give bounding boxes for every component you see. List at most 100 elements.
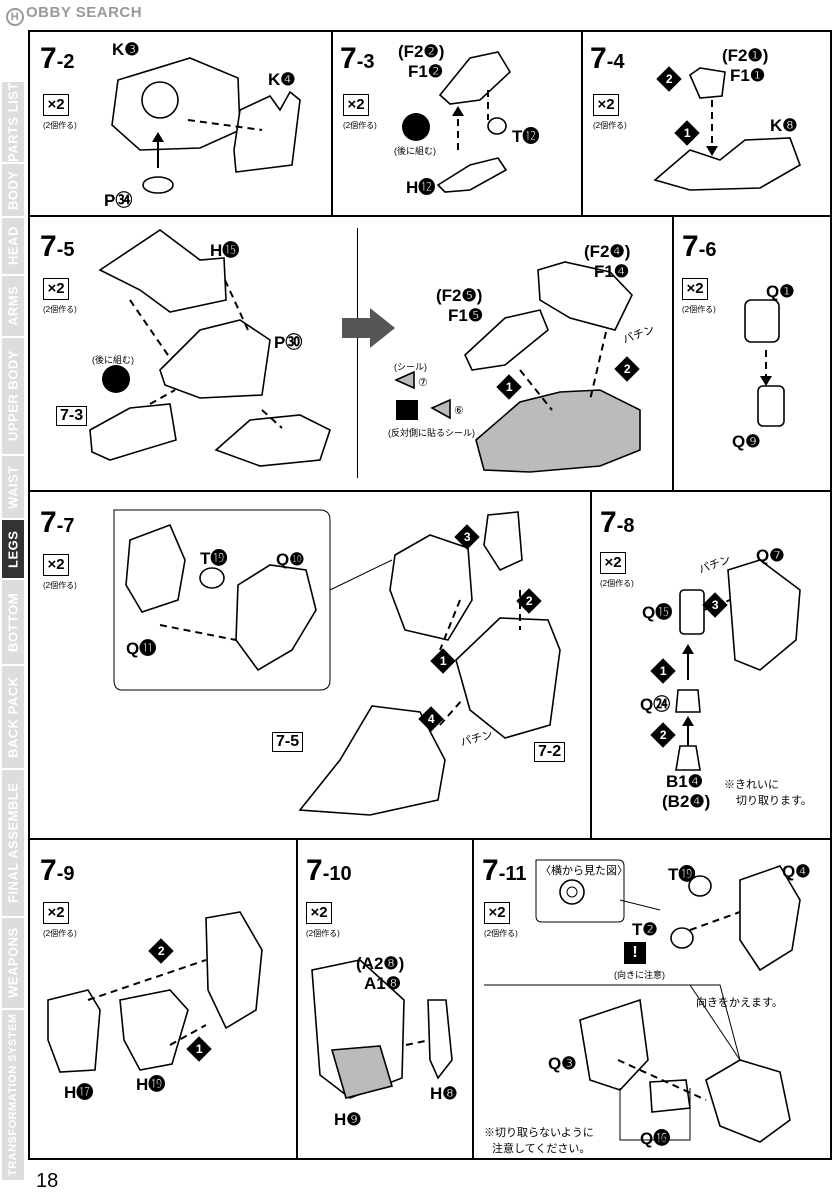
label-k8: K❽ [770, 116, 798, 135]
step-7-3-title: 7-3 [340, 44, 374, 74]
part-q4 [739, 865, 801, 972]
make-two-badge: ×2 [43, 554, 69, 576]
part-p34 [142, 176, 174, 194]
flip-sticker-icon [396, 400, 418, 420]
label-b2-4: (B2❹) [662, 792, 711, 811]
cut-note: ※きれいに [724, 779, 779, 791]
assemble-later-note: (後に組む) [92, 355, 134, 365]
assemble-later-icon [402, 113, 430, 141]
side-view-label: 〈横から見た図〉 [540, 865, 628, 877]
step-number: 7 [40, 854, 57, 887]
step-sub: -3 [356, 51, 375, 73]
label-q24: Q㉔ [640, 695, 671, 714]
part-7-2-ref [455, 617, 561, 739]
part-t12 [487, 117, 507, 135]
step-number: 7 [40, 42, 57, 75]
make-two-note: (2個作る) [43, 929, 77, 938]
part-q1 [744, 299, 780, 343]
label-q7: Q❼ [756, 546, 785, 565]
part-f1-1 [689, 67, 726, 99]
label-k3: K❸ [112, 40, 140, 59]
part-q10-assembled [389, 534, 473, 641]
make-two-badge: ×2 [306, 902, 332, 924]
make-two-note: (2個作る) [343, 121, 377, 130]
part-leg-7-9 [205, 911, 263, 1030]
part-f1-5 [464, 309, 549, 371]
cut-note: 切り取ります。 [736, 795, 812, 807]
part-h8 [427, 999, 453, 1080]
make-two-note: (2個作る) [600, 579, 634, 588]
part-t19-b [688, 875, 712, 897]
label-q1: Q❶ [766, 282, 795, 301]
step-number: 7 [482, 854, 499, 887]
part-q4-rotated [705, 1059, 791, 1143]
part-h9 [330, 1045, 394, 1099]
side-view-icon [559, 879, 585, 905]
step-7-9-title: 7-9 [40, 856, 74, 886]
step-7-8-title: 7-8 [600, 508, 634, 538]
opposite-sticker-note: (反対側に貼るシール) [388, 428, 475, 438]
part-t19 [199, 567, 225, 589]
logo-text: OBBY SEARCH [26, 4, 143, 21]
label-p34: P㉞ [104, 191, 133, 210]
part-q11 [125, 523, 186, 613]
page-number: 18 [36, 1170, 59, 1192]
ref-step-7-2: 7-2 [534, 742, 566, 762]
label-h8: H❽ [430, 1084, 458, 1103]
step-sub: -11 [498, 863, 527, 885]
part-t2 [670, 927, 694, 949]
page-frame [28, 30, 832, 1160]
make-two-badge: ×2 [43, 94, 69, 116]
part-f1-4 [537, 261, 633, 331]
step-7-5-title: 7-5 [40, 232, 74, 262]
label-p30: P㉚ [274, 333, 303, 352]
step-7-10-title: 7-10 [306, 856, 352, 886]
label-q16: Q⓰ [640, 1129, 671, 1148]
step-7-6-title: 7-6 [682, 232, 716, 262]
orientation-note: (向きに注意) [614, 970, 665, 980]
label-f1-5: F1❺ [448, 306, 484, 325]
part-h12 [436, 157, 508, 193]
part-k4 [233, 90, 301, 173]
step-sub: -4 [606, 51, 625, 73]
label-q11: Q⓫ [126, 639, 157, 658]
make-two-note: (2個作る) [682, 305, 716, 314]
divider [331, 30, 333, 216]
make-two-badge: ×2 [43, 278, 69, 300]
part-h19 [119, 989, 189, 1071]
step-sub: -10 [322, 863, 352, 885]
label-q4: Q❹ [782, 862, 811, 881]
label-h15: H⓯ [210, 241, 240, 260]
step-number: 7 [40, 230, 57, 263]
label-t19: T⓳ [200, 549, 228, 568]
part-p30 [159, 319, 271, 399]
part-q16 [649, 1079, 691, 1113]
make-two-note: (2個作る) [484, 929, 518, 938]
part-q3 [579, 998, 649, 1091]
part-q15 [679, 589, 705, 635]
part-h15 [98, 229, 227, 313]
label-f2-4: (F2❹) [584, 242, 631, 261]
part-k8 [653, 137, 801, 191]
next-arrow-icon [342, 308, 395, 348]
divider [472, 838, 474, 1160]
label-k4: K❹ [268, 70, 296, 89]
make-two-badge: ×2 [343, 94, 369, 116]
part-b1-4 [675, 745, 701, 771]
part-q7 [727, 559, 801, 671]
step-sub: -6 [698, 239, 717, 261]
label-q9: Q❾ [732, 432, 761, 451]
step-number: 7 [40, 506, 57, 539]
label-t19: T⓳ [668, 865, 696, 884]
step-7-7-title: 7-7 [40, 508, 74, 538]
part-q10 [235, 564, 317, 672]
step-sub: -5 [56, 239, 75, 261]
label-q3: Q❸ [548, 1054, 577, 1073]
divider [296, 838, 298, 1160]
label-f2-5: (F2❺) [436, 286, 483, 305]
make-two-badge: ×2 [682, 278, 708, 300]
divider [590, 490, 592, 839]
label-h12: H⓬ [406, 178, 436, 197]
ref-step-7-5: 7-5 [272, 732, 304, 752]
